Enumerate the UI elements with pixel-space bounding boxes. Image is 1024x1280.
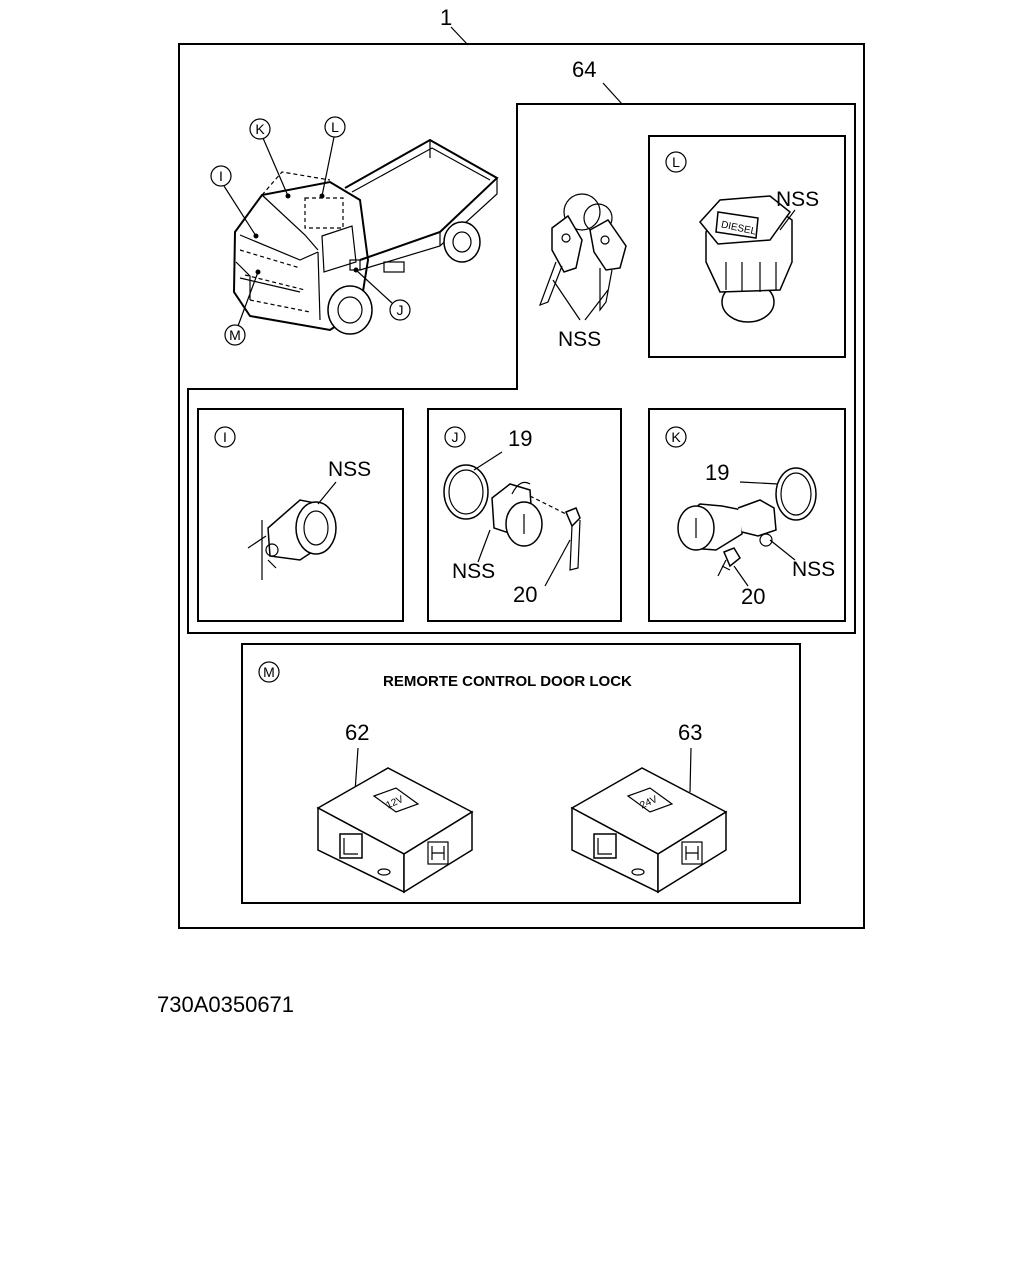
leader-assembly [450, 26, 469, 46]
svg-text:K: K [671, 429, 681, 445]
panel-m-frame [241, 643, 801, 904]
svg-text:I: I [219, 168, 223, 184]
keys-nss-label: NSS [558, 328, 601, 351]
control-unit-63: 24V [570, 767, 728, 894]
panel-j-frame [427, 408, 622, 622]
outer-frame [178, 43, 865, 929]
truck-illustration [223, 136, 499, 335]
svg-text:J: J [452, 429, 459, 445]
ignition-lock-illustration [247, 481, 337, 580]
door-lock-k-illustration [677, 467, 817, 587]
panel-k-letter: K [665, 426, 687, 448]
svg-text:M: M [229, 327, 241, 343]
svg-text:K: K [255, 121, 265, 137]
leader-key-set [602, 82, 623, 105]
panel-l-letter: L [665, 151, 687, 173]
door-lock-j-illustration [443, 451, 581, 587]
panel-m-letter: M [258, 661, 280, 683]
panel-i-frame [197, 408, 404, 622]
panel-k-label-19: 19 [705, 460, 729, 485]
key-set-frame [187, 103, 856, 634]
svg-text:M: M [263, 664, 275, 680]
unit-62-number: 62 [345, 720, 369, 745]
drawing-number: 730A0350671 [157, 992, 294, 1017]
panel-l-nss-label: NSS [776, 188, 819, 211]
control-unit-62: 12V [316, 767, 474, 894]
svg-text:L: L [331, 119, 339, 135]
truck-callout-k: K [249, 118, 271, 140]
panel-j-label-20: 20 [513, 582, 537, 607]
keys-illustration [538, 193, 627, 321]
svg-text:I: I [223, 429, 227, 445]
panel-i-nss-label: NSS [328, 458, 371, 481]
svg-text:J: J [397, 302, 404, 318]
truck-callout-i: I [210, 165, 232, 187]
truck-callout-l: L [324, 116, 346, 138]
fuel-cap-illustration: DIESEL [699, 195, 796, 323]
callout-assembly: 1 [440, 5, 452, 30]
unit-62-leader [354, 747, 359, 793]
callout-key-set: 64 [572, 57, 596, 82]
panel-j-letter: J [444, 426, 466, 448]
panel-j-label-19: 19 [508, 426, 532, 451]
panel-l-frame [648, 135, 846, 358]
svg-text:L: L [672, 154, 680, 170]
panel-j-nss-label: NSS [452, 560, 495, 583]
panel-k-frame [648, 408, 846, 622]
unit-63-leader [689, 747, 692, 793]
unit-63-number: 63 [678, 720, 702, 745]
truck-callout-m: M [224, 324, 246, 346]
panel-m-title: REMORTE CONTROL DOOR LOCK [383, 673, 632, 690]
panel-i-letter: I [214, 426, 236, 448]
panel-k-nss-label: NSS [792, 558, 835, 581]
truck-callout-j: J [389, 299, 411, 321]
panel-k-label-20: 20 [741, 584, 765, 609]
